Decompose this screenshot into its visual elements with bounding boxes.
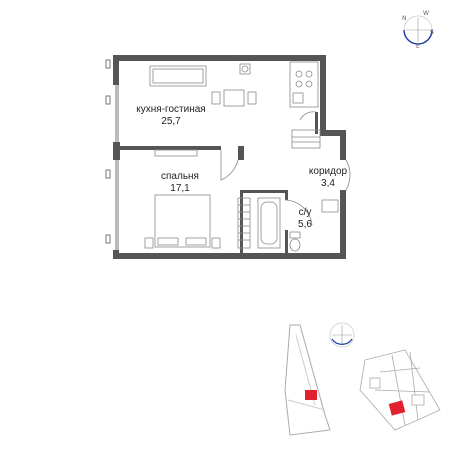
tv-unit	[154, 149, 198, 157]
room-corridor: коридор 3,4	[305, 166, 351, 190]
room-area: 3,4	[321, 178, 335, 189]
corridor-closet	[291, 129, 321, 149]
site-compass	[329, 322, 355, 348]
floor-plan-walls	[113, 55, 346, 259]
room-name: спальня	[161, 171, 199, 182]
room-name: с/у	[298, 207, 312, 218]
bathroom-sink	[321, 199, 339, 213]
windows	[105, 59, 119, 250]
room-bedroom: спальня 17,1	[150, 171, 210, 195]
room-name: кухня-гостиная	[136, 104, 206, 115]
bed	[154, 194, 211, 248]
floor-section-apartment-highlight	[388, 400, 406, 416]
room-area: 25,7	[161, 116, 181, 127]
wardrobe	[237, 197, 251, 249]
compass-rose: N W S E	[402, 10, 434, 50]
compass-letter-w: W	[423, 10, 429, 17]
site-map-building-outline	[284, 324, 331, 436]
floor-section-map	[359, 349, 441, 431]
compass-letter-n: N	[402, 15, 407, 22]
room-area: 5,6	[298, 219, 312, 230]
room-name: коридор	[308, 166, 348, 177]
doors	[220, 111, 351, 226]
dining-table	[223, 89, 245, 107]
compass-letter-s: S	[430, 29, 434, 36]
bathtub	[257, 197, 281, 249]
sofa	[149, 65, 207, 87]
furniture	[144, 61, 339, 252]
site-map-apartment-highlight	[305, 390, 317, 400]
room-area: 17,1	[170, 183, 190, 194]
room-kitchen-living: кухня-гостиная 25,7	[118, 104, 224, 128]
kitchen-counter	[289, 61, 319, 108]
toilet	[289, 231, 301, 239]
room-bathroom: с/у 5,6	[290, 207, 320, 231]
compass-letter-e: E	[416, 43, 420, 50]
